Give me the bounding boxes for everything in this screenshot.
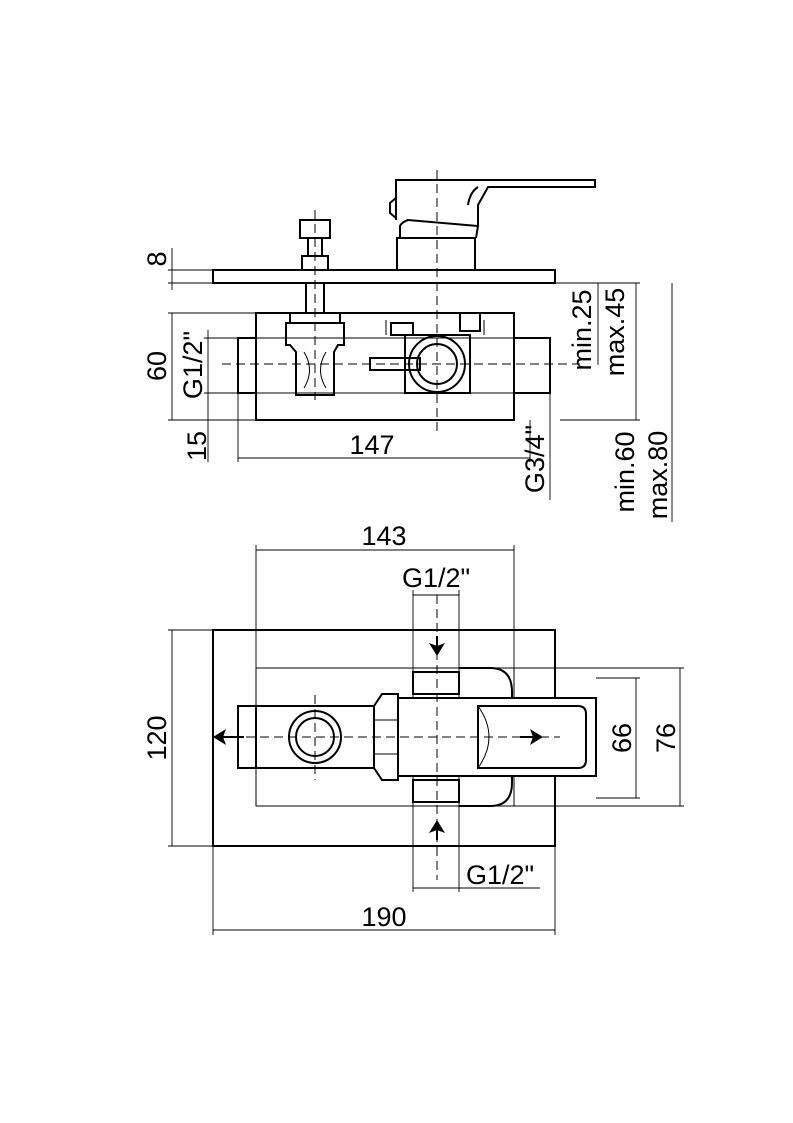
front-handle <box>397 694 597 780</box>
dim-bottom-inlet-thread-label: G1/2" <box>466 860 534 890</box>
concealed-body <box>237 312 551 421</box>
flow-arrows <box>213 636 543 840</box>
dim-bottom-offset-label: 15 <box>182 431 212 461</box>
dim-depth-min-plate-label: min.25 <box>567 289 597 370</box>
side-dimensions <box>168 248 673 522</box>
outlet-right-arrow-icon <box>530 729 543 745</box>
top-inlet-pipe <box>412 671 460 695</box>
dim-handle-height-label: 66 <box>607 723 637 753</box>
dim-body-height-label: 60 <box>142 351 172 381</box>
dim-depth-max-plate-label: max.45 <box>600 288 630 377</box>
front-dimensions <box>168 545 684 935</box>
dim-inner-width-label: 143 <box>361 521 406 551</box>
bottom-inlet-pipe <box>412 779 460 803</box>
cover-plate <box>212 269 556 284</box>
dim-plate-width-label: 190 <box>361 902 406 932</box>
dim-body-length-label: 147 <box>349 430 394 460</box>
inlet-down-arrow-icon <box>429 643 445 656</box>
dim-outlet-thread-label: G3/4" <box>520 425 550 493</box>
side-center-lines <box>222 170 580 432</box>
inlet-up-arrow-icon <box>429 820 445 833</box>
front-view: 143 G1/2" 120 66 76 G1/2" 190 <box>142 521 684 935</box>
dim-plate-height-label: 120 <box>142 715 172 760</box>
dim-inlet-thread-label: G1/2" <box>178 331 208 399</box>
dim-plate-thickness-label: 8 <box>142 251 172 266</box>
dim-top-inlet-thread-label: G1/2" <box>402 563 470 593</box>
dim-depth-min-total-label: min.60 <box>610 431 640 512</box>
dim-inner-height-label: 76 <box>651 723 681 753</box>
dim-depth-max-total-label: max.80 <box>643 431 673 520</box>
mixer-handle <box>389 179 596 270</box>
outlet-left-arrow-icon <box>213 729 226 745</box>
side-view: 8 60 G1/2" 15 147 G3/4" min.25 max.45 mi… <box>142 170 673 522</box>
